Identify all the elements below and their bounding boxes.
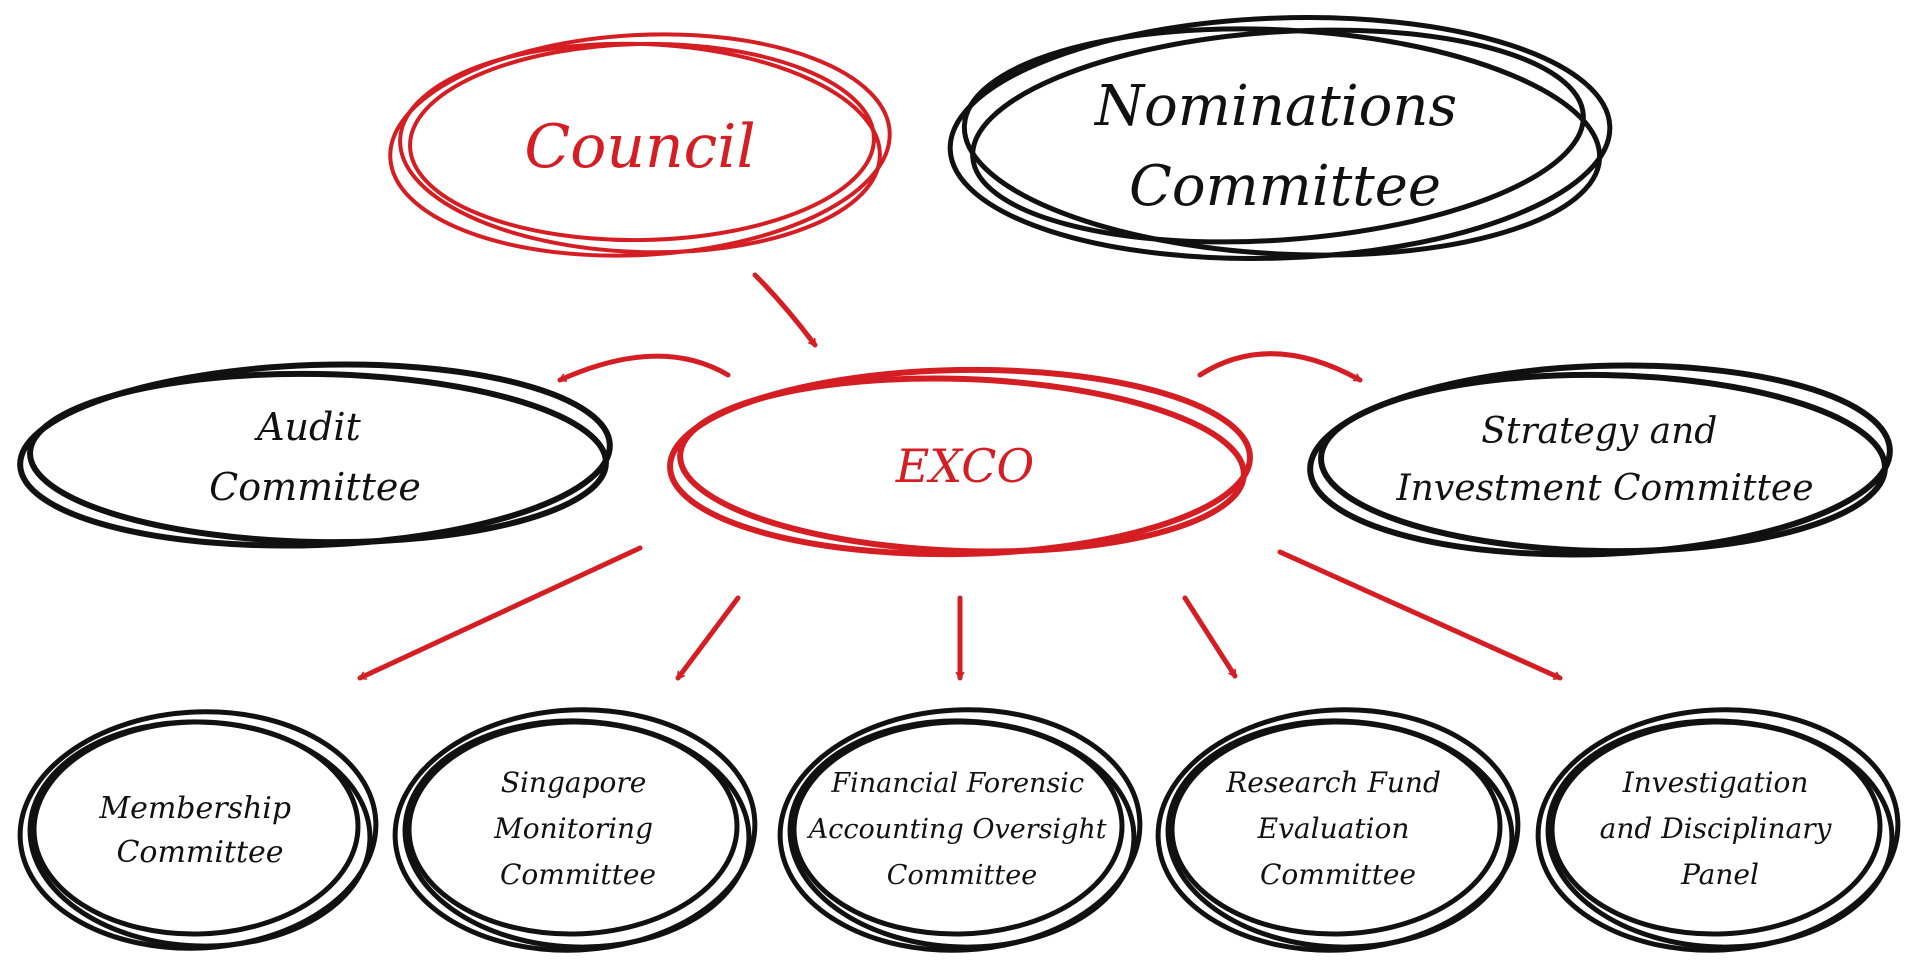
council-node: Council bbox=[388, 32, 892, 258]
arrow-exco-to-audit bbox=[557, 353, 731, 383]
council-ellipse bbox=[388, 32, 892, 258]
investigation-disciplinary-panel-node: Investigation and Disciplinary Panel bbox=[1535, 707, 1901, 953]
strategy-investment-committee-node: Strategy and Investment Committee bbox=[1307, 362, 1893, 558]
arrow-exco-to-investigation bbox=[1277, 549, 1563, 681]
research-fund-committee-ellipse bbox=[1155, 707, 1521, 953]
strategy-investment-committee-label: Strategy and Investment Committee bbox=[1395, 411, 1813, 509]
investigation-disciplinary-panel-ellipse bbox=[1535, 707, 1901, 953]
singapore-monitoring-committee-ellipse bbox=[392, 707, 758, 953]
singapore-monitoring-committee-node: Singapore Monitoring Committee bbox=[392, 707, 758, 953]
arrow-exco-to-strategy bbox=[1197, 351, 1363, 383]
financial-forensic-committee-ellipse bbox=[777, 707, 1143, 953]
financial-forensic-committee-label: Financial Forensic Accounting Oversight … bbox=[806, 768, 1115, 891]
arrow-exco-to-membership bbox=[357, 545, 643, 681]
strategy-investment-committee-ellipse bbox=[1307, 362, 1893, 558]
nominations-committee-node: Nominations Committee bbox=[947, 15, 1613, 261]
membership-committee-node: Membership Committee bbox=[17, 709, 379, 951]
nominations-committee-label: Nominations Committee bbox=[1093, 74, 1475, 219]
audit-committee-node: Audit Committee bbox=[17, 361, 613, 549]
nominations-committee-ellipse bbox=[947, 15, 1613, 261]
arrow-exco-to-singapore bbox=[675, 595, 741, 681]
exco-label: EXCO bbox=[895, 439, 1034, 493]
arrow-exco-to-research bbox=[1182, 595, 1238, 679]
exco-node: EXCO bbox=[667, 366, 1253, 558]
council-label: Council bbox=[524, 112, 755, 182]
investigation-disciplinary-panel-label: Investigation and Disciplinary Panel bbox=[1600, 766, 1841, 891]
research-fund-committee-label: Research Fund Evaluation Committee bbox=[1225, 766, 1450, 891]
financial-forensic-committee-node: Financial Forensic Accounting Oversight … bbox=[777, 707, 1143, 953]
audit-committee-ellipse bbox=[17, 361, 613, 549]
audit-committee-label: Audit Committee bbox=[209, 405, 421, 509]
research-fund-committee-node: Research Fund Evaluation Committee bbox=[1155, 707, 1521, 953]
singapore-monitoring-committee-label: Singapore Monitoring Committee bbox=[493, 766, 662, 891]
membership-committee-label: Membership Committee bbox=[98, 791, 300, 870]
membership-committee-ellipse bbox=[17, 709, 379, 951]
exco-ellipse bbox=[667, 366, 1253, 558]
arrow-council-to-exco bbox=[752, 272, 818, 348]
